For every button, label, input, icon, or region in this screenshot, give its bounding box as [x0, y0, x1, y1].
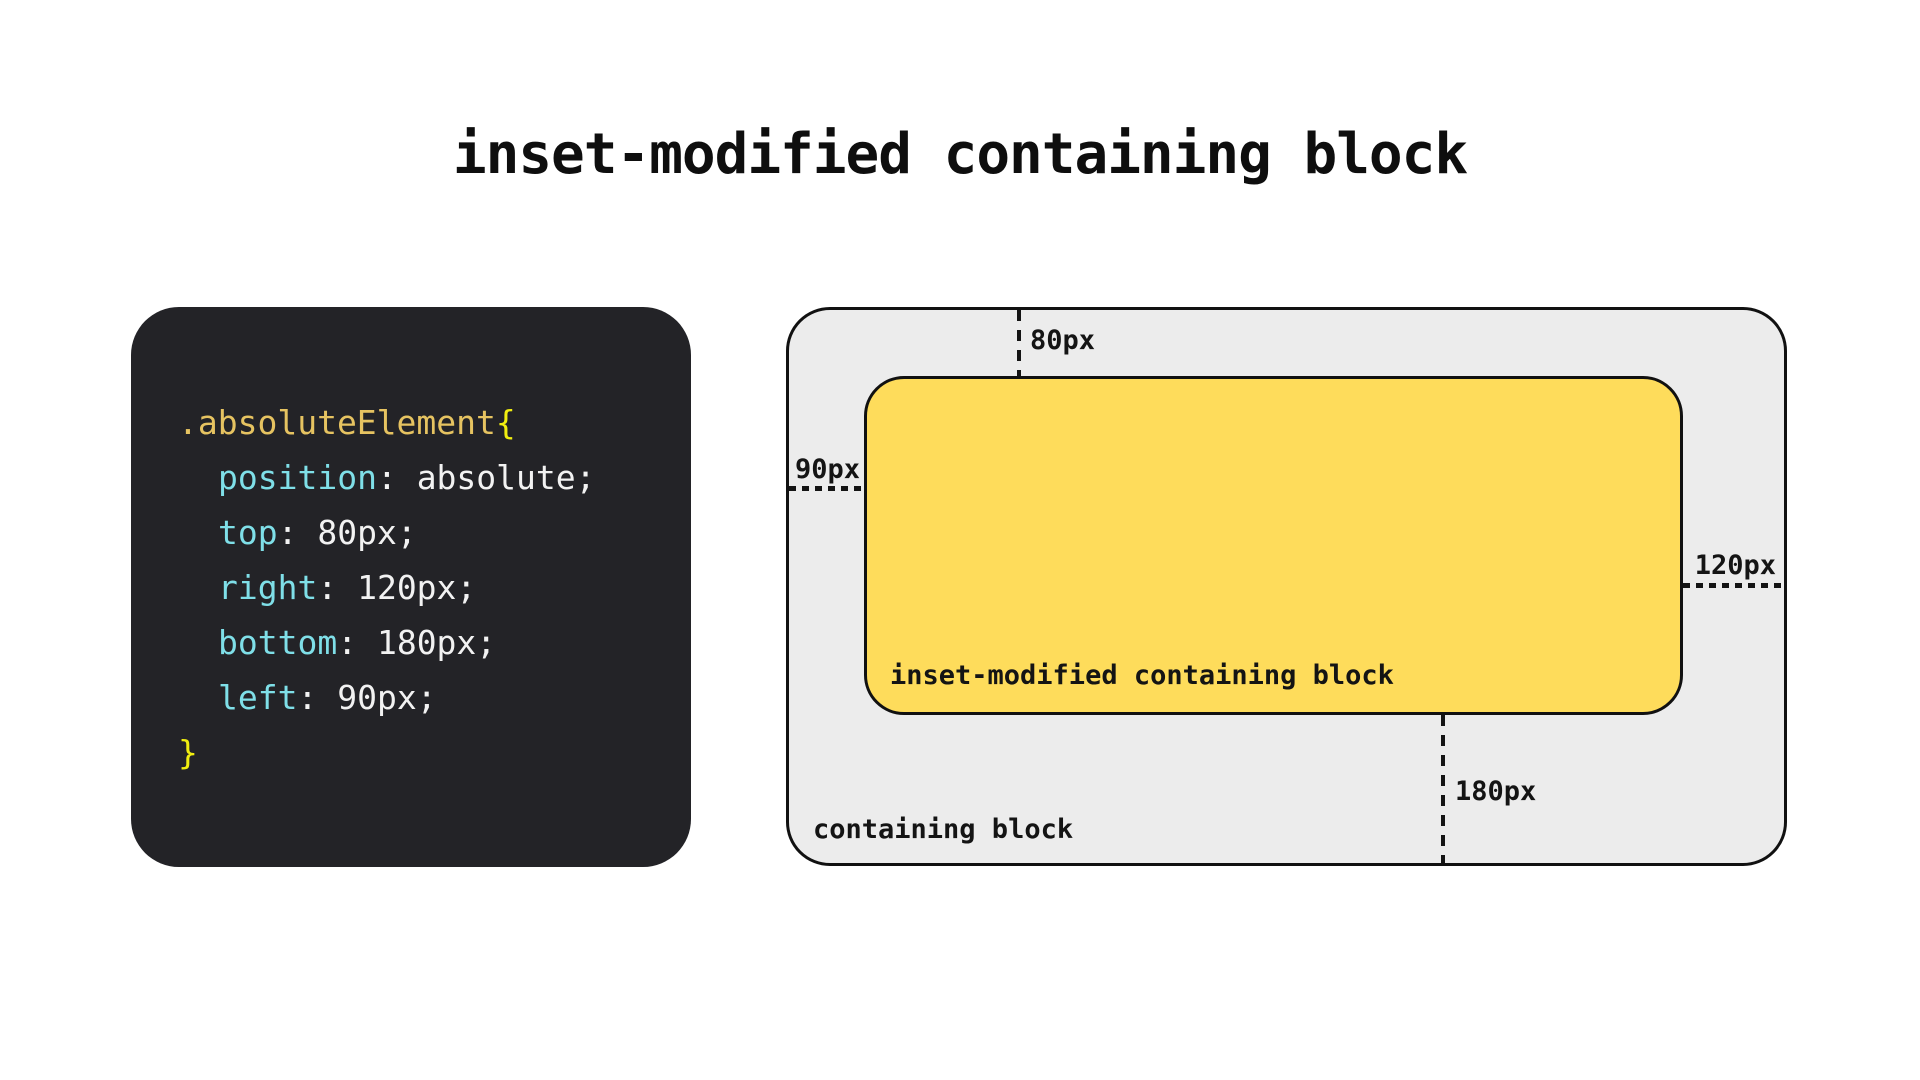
right-inset-line: [1683, 583, 1784, 588]
code-line-position: position: absolute;: [178, 450, 691, 505]
bottom-inset-label: 180px: [1455, 776, 1537, 807]
code-property: position: [218, 457, 377, 497]
code-line-left: left: 90px;: [178, 670, 691, 725]
top-inset-line: [1017, 310, 1021, 376]
code-line-close: }: [178, 725, 691, 780]
code-panel: .absoluteElement{ position: absolute; to…: [131, 307, 691, 867]
code-property: left: [218, 677, 298, 717]
inset-modified-containing-block-label: inset-modified containing block: [890, 660, 1394, 691]
code-line-right: right: 120px;: [178, 560, 691, 615]
code-line-selector: .absoluteElement{: [178, 395, 691, 450]
code-open-brace: {: [495, 402, 516, 442]
containing-block-label: containing block: [813, 814, 1074, 845]
code-value: : 90px;: [297, 677, 437, 717]
code-property: right: [218, 567, 318, 607]
left-inset-label: 90px: [795, 454, 861, 485]
code-property: top: [218, 512, 278, 552]
code-value: : 180px;: [337, 622, 497, 662]
code-property: bottom: [218, 622, 338, 662]
page-title: inset-modified containing block: [452, 122, 1468, 187]
code-close-brace: }: [178, 732, 198, 772]
containing-block-box: 80px 90px inset-modified containing bloc…: [786, 307, 1787, 866]
inset-modified-containing-block-box: inset-modified containing block: [864, 376, 1683, 715]
code-selector: .absoluteElement: [178, 402, 496, 442]
left-inset-line: [789, 486, 864, 491]
code-value: : absolute;: [376, 457, 596, 497]
right-inset-label: 120px: [1694, 550, 1776, 581]
code-line-bottom: bottom: 180px;: [178, 615, 691, 670]
bottom-inset-line: [1441, 715, 1445, 863]
code-value: : 80px;: [277, 512, 417, 552]
top-inset-label: 80px: [1030, 325, 1096, 356]
code-value: : 120px;: [317, 567, 477, 607]
code-line-top: top: 80px;: [178, 505, 691, 560]
